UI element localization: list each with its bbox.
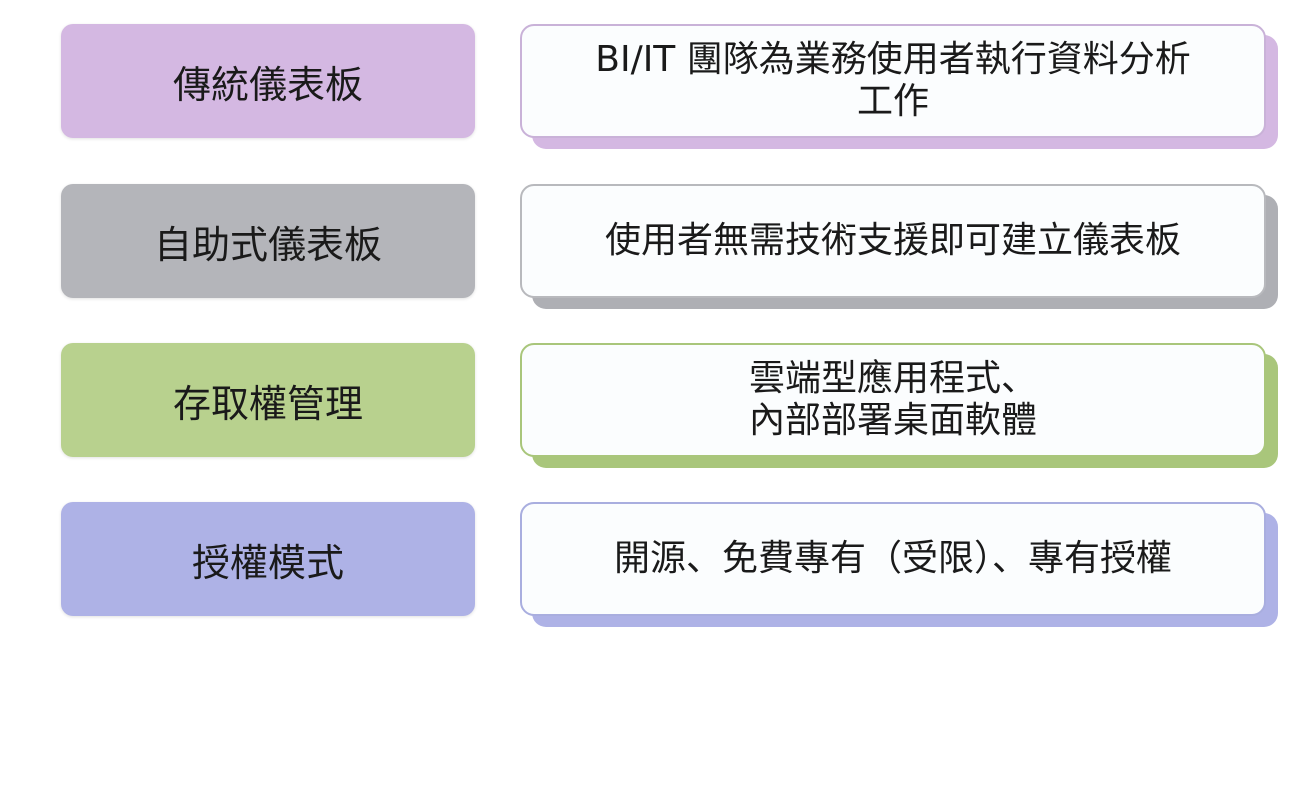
- row-label: 授權模式: [191, 540, 344, 585]
- row-label: 自助式儀表板: [153, 222, 382, 267]
- description-text: 使用者無需技術支援即可建立儀表板: [604, 220, 1181, 261]
- row-access-management: 存取權管理 雲端型應用程式、 內部部署桌面軟體: [0, 343, 1304, 473]
- row-licensing-model: 授權模式 開源、免費專有（受限）、專有授權: [0, 502, 1304, 632]
- description-box: 開源、免費專有（受限）、專有授權: [520, 502, 1266, 616]
- row-label: 傳統儀表板: [172, 62, 363, 107]
- description-box: 雲端型應用程式、 內部部署桌面軟體: [520, 343, 1266, 457]
- row-label: 存取權管理: [172, 381, 363, 426]
- row-self-service-dashboard: 自助式儀表板 使用者無需技術支援即可建立儀表板: [0, 184, 1304, 314]
- row-traditional-dashboard: 傳統儀表板 BI/IT 團隊為業務使用者執行資料分析 工作: [0, 24, 1304, 154]
- description-text: BI/IT 團隊為業務使用者執行資料分析 工作: [595, 39, 1191, 122]
- description-box: 使用者無需技術支援即可建立儀表板: [520, 184, 1266, 298]
- row-label-box: 存取權管理: [61, 343, 475, 457]
- row-label-box: 授權模式: [61, 502, 475, 616]
- row-label-box: 自助式儀表板: [61, 184, 475, 298]
- row-label-box: 傳統儀表板: [61, 24, 475, 138]
- description-text: 開源、免費專有（受限）、專有授權: [613, 538, 1172, 579]
- description-box: BI/IT 團隊為業務使用者執行資料分析 工作: [520, 24, 1266, 138]
- description-text: 雲端型應用程式、 內部部署桌面軟體: [748, 358, 1037, 441]
